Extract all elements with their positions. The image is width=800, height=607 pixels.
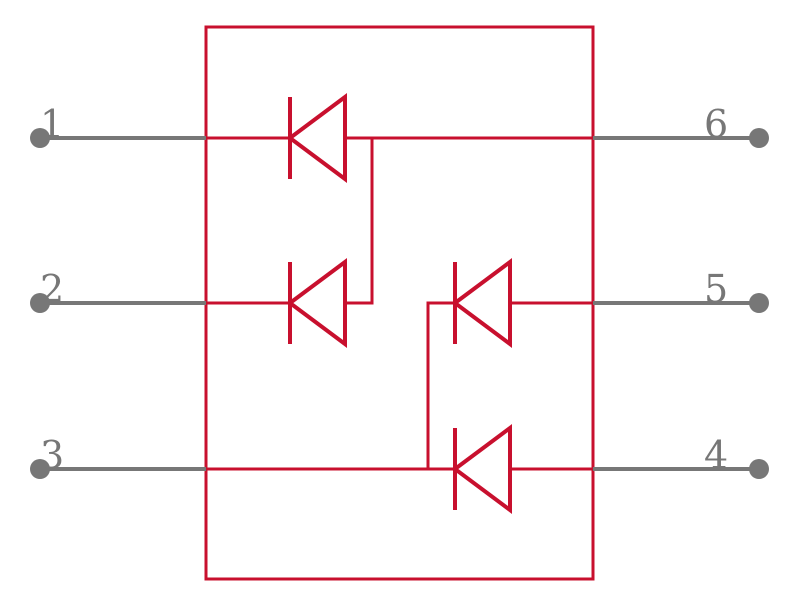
pin-2-label: 2 <box>40 267 64 311</box>
diode-d1 <box>286 93 347 183</box>
diode-symbols <box>286 93 512 514</box>
pin-1-label: 1 <box>40 102 64 146</box>
diode-d1-triangle <box>286 93 347 183</box>
diode-d2-triangle <box>286 258 347 348</box>
diode-d4-triangle <box>451 424 512 514</box>
pin-leads <box>40 136 759 471</box>
diode-d2 <box>286 258 347 348</box>
wire-pin3net-d3 <box>426 301 455 469</box>
diode-d3 <box>451 258 512 348</box>
pin-labels: 1 2 3 4 5 6 <box>40 102 728 477</box>
pin-1-endpoint[interactable] <box>30 128 50 148</box>
diode-d3-triangle <box>451 258 512 348</box>
wire-d2-topnet <box>345 138 374 305</box>
internal-wiring <box>206 136 593 471</box>
pin-6-label: 6 <box>704 102 728 146</box>
pin-3-label: 3 <box>40 433 64 477</box>
pin-5-endpoint[interactable] <box>749 293 769 313</box>
pin-4-endpoint[interactable] <box>749 459 769 479</box>
pin-endpoints <box>30 128 769 479</box>
pin-2-endpoint[interactable] <box>30 293 50 313</box>
pin-5-label: 5 <box>704 267 728 311</box>
diode-d4 <box>451 424 512 514</box>
pin-6-endpoint[interactable] <box>749 128 769 148</box>
pin-4-label: 4 <box>704 433 728 477</box>
pin-3-endpoint[interactable] <box>30 459 50 479</box>
